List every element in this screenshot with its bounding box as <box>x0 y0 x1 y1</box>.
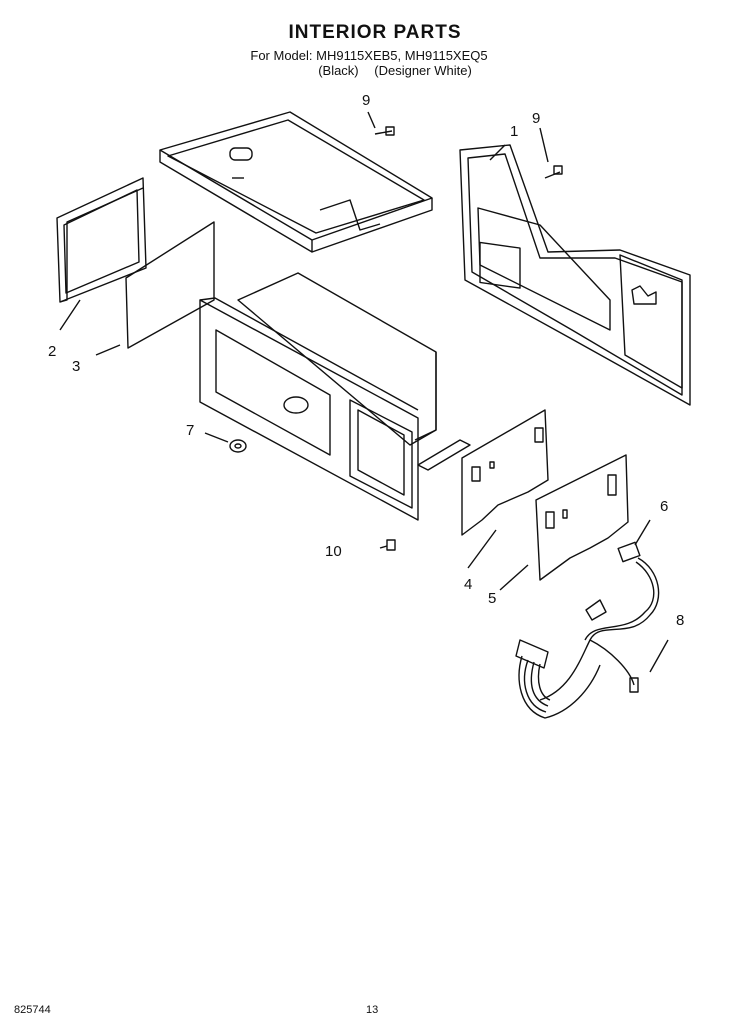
callout-5: 5 <box>488 590 497 607</box>
part-screw-top <box>367 111 395 136</box>
part-back-panel <box>459 144 691 406</box>
model-line: For Model: MH9115XEB5, MH9115XEQ5 <box>250 48 488 63</box>
page-title: INTERIOR PARTS <box>288 22 462 43</box>
callout-4: 4 <box>464 576 473 593</box>
callout-10: 10 <box>325 543 342 560</box>
page-number: 13 <box>366 1004 379 1016</box>
part-cap <box>204 432 247 453</box>
callout-6: 6 <box>660 498 669 515</box>
part-screw-bottom <box>379 539 396 551</box>
part-cavity <box>199 272 471 521</box>
callout-2: 2 <box>48 343 57 360</box>
callout-9: 9 <box>362 92 371 109</box>
part-wire-harness <box>515 519 669 719</box>
callout-1: 1 <box>510 123 519 140</box>
callout-7: 7 <box>186 422 195 439</box>
part-plate <box>95 221 215 356</box>
part-frame-gasket <box>56 177 147 331</box>
document-number: 825744 <box>14 1004 51 1016</box>
callout-8: 8 <box>676 612 685 629</box>
variant-line: (Black) (Designer White) <box>20 63 750 78</box>
part-shield-left <box>461 409 549 569</box>
callout-9: 9 <box>532 110 541 127</box>
part-screw-back <box>539 127 563 179</box>
part-top-cover <box>159 111 433 253</box>
part-shield-right <box>499 454 629 591</box>
callout-3: 3 <box>72 358 81 375</box>
variant-white: (Designer White) <box>374 63 472 78</box>
variant-black: (Black) <box>318 63 359 78</box>
